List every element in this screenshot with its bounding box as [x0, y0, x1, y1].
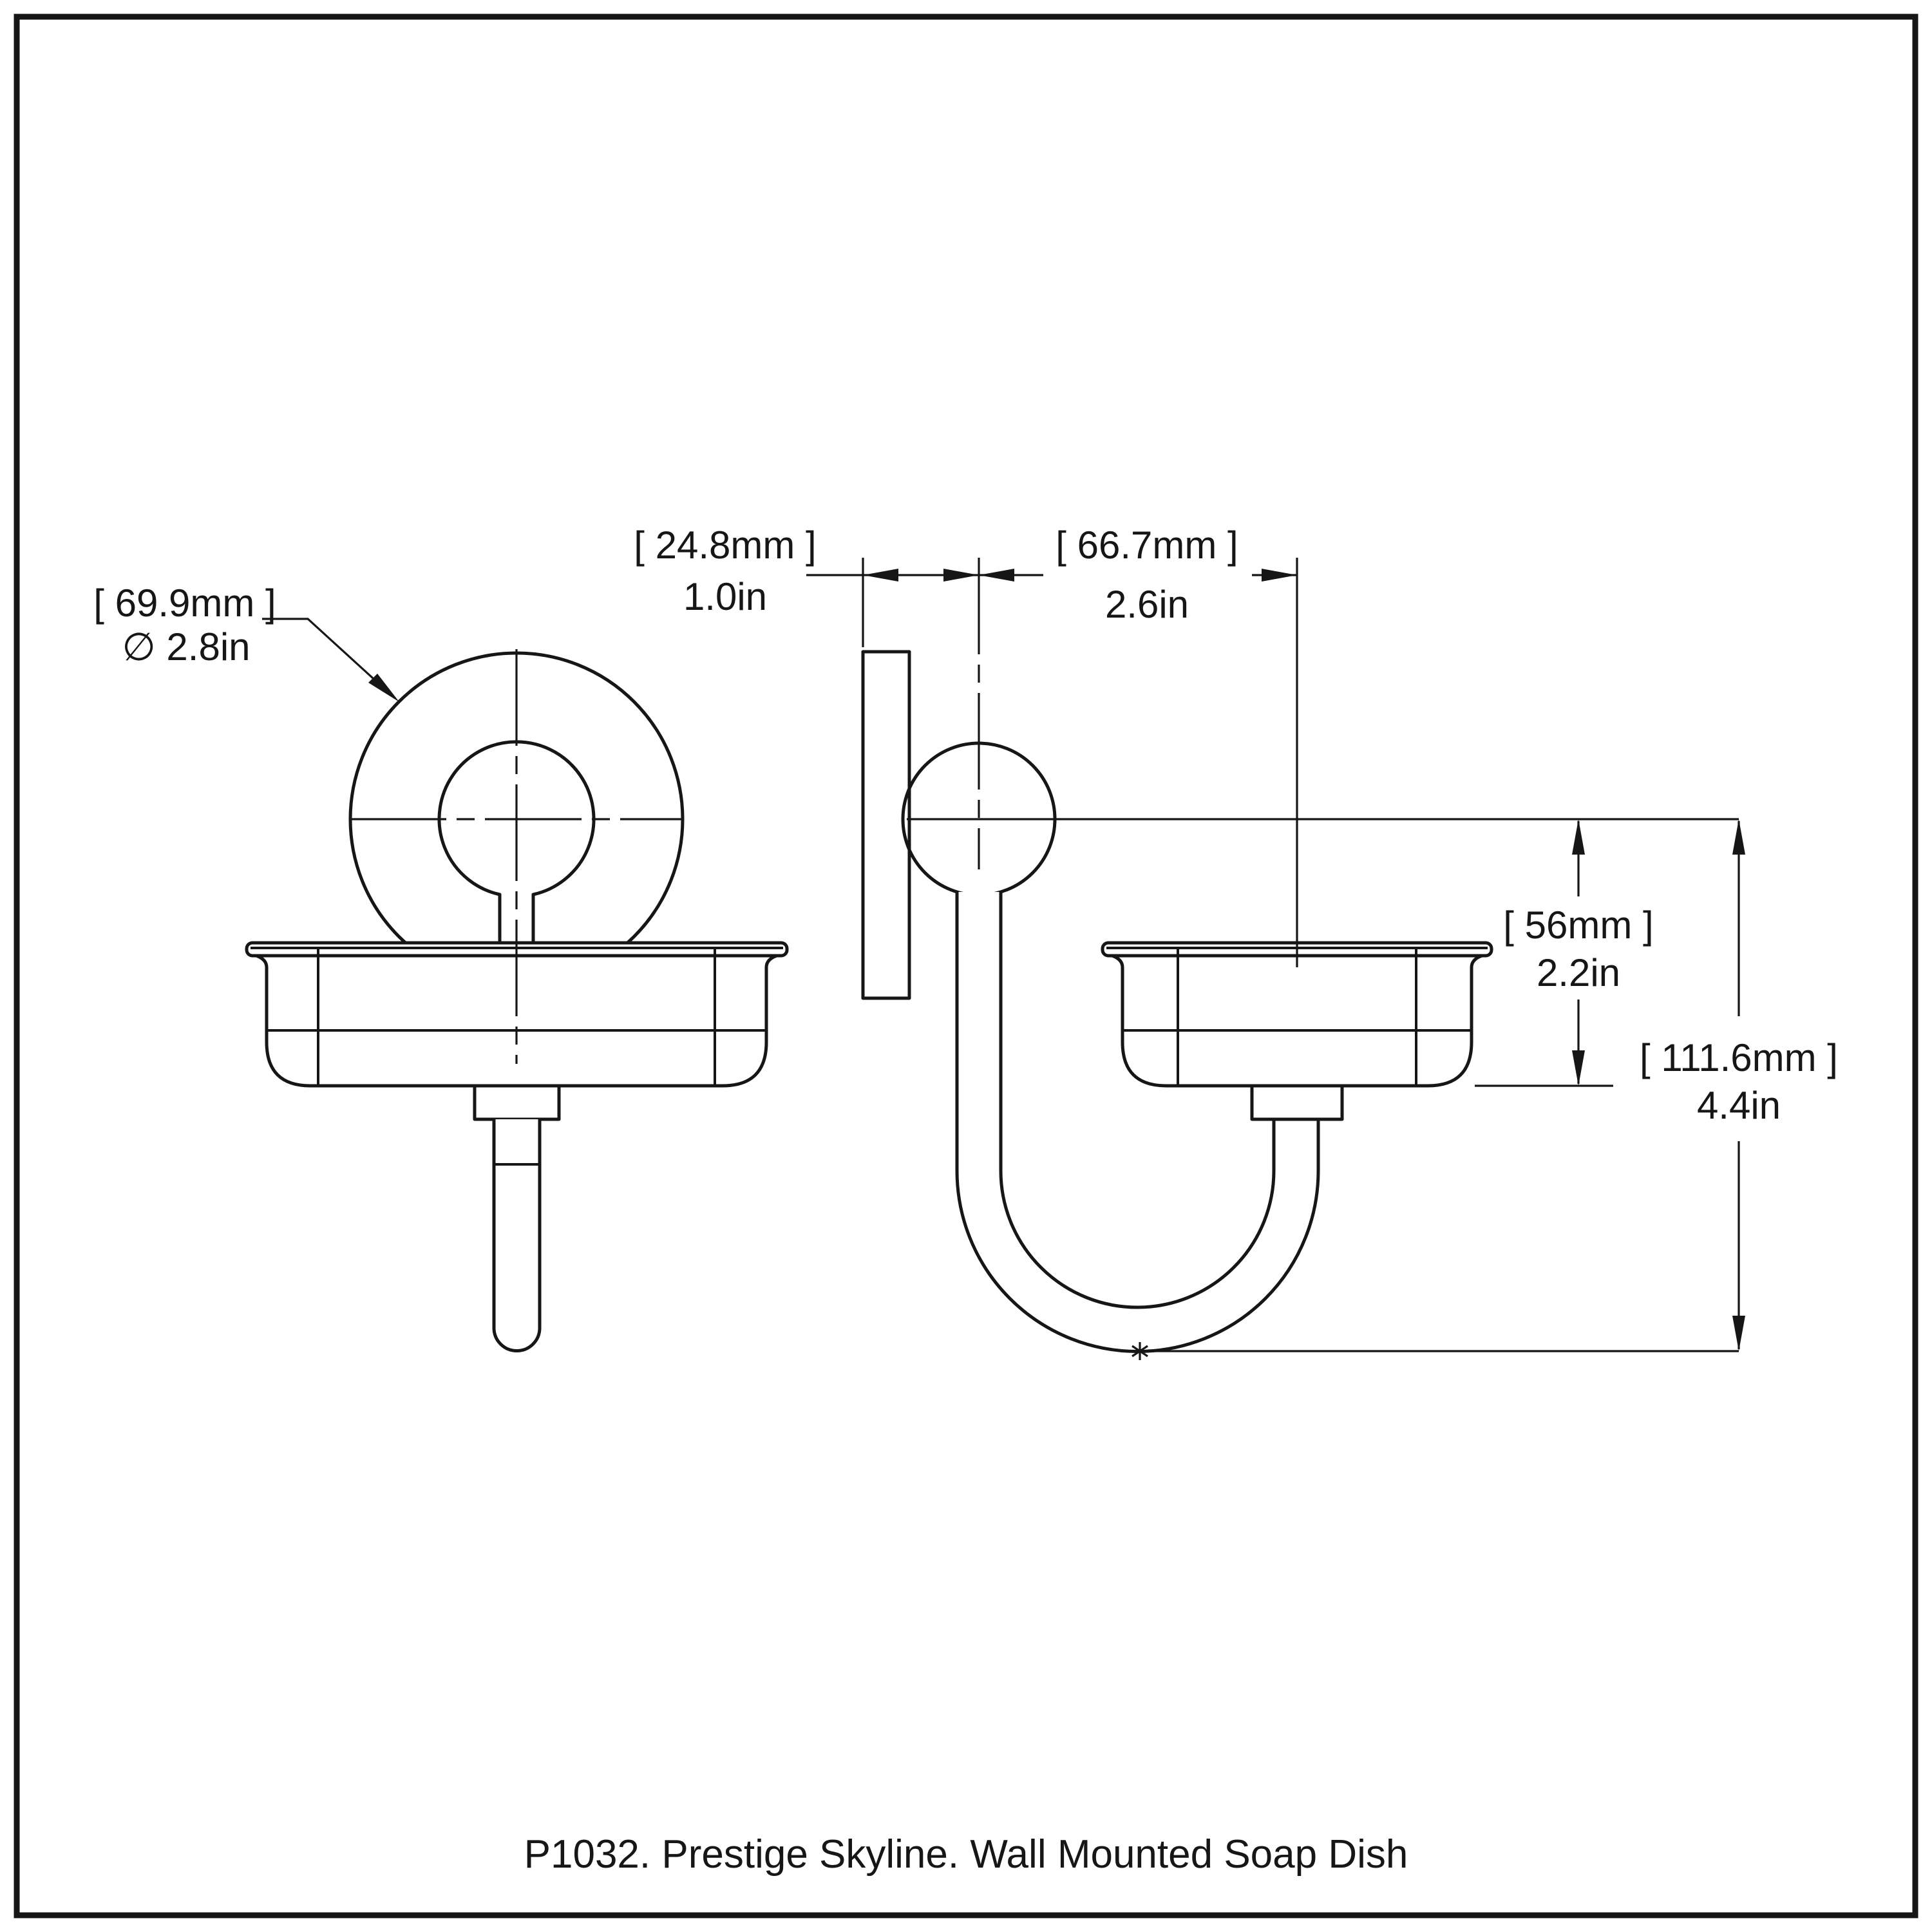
- projection-label-metric: [ 66.7mm ]: [1056, 524, 1238, 567]
- wall-to-post-label-imperial: 1.0in: [683, 575, 767, 618]
- front-dish-fill: [256, 956, 777, 1086]
- tangent-point-marker-icon: [1132, 1342, 1148, 1360]
- diameter-label-metric: [ 69.9mm ]: [93, 582, 276, 625]
- side-view: [861, 650, 1493, 1353]
- dimension-annotations: [ 24.8mm ] 1.0in [ 66.7mm ] 2.6in [ 56mm…: [634, 524, 1838, 1360]
- diameter-leader-arrowhead-icon: [368, 674, 399, 702]
- overall-drop-label-metric: [ 111.6mm ]: [1640, 1036, 1838, 1079]
- side-dish-fill: [1112, 956, 1482, 1086]
- page-border: [14, 14, 1918, 1918]
- arrowhead-111-6-down-icon: [1732, 1316, 1745, 1351]
- side-hook-fill: [957, 892, 1318, 1352]
- wall-to-post-label-metric: [ 24.8mm ]: [634, 524, 816, 567]
- side-stem-block: [1250, 1084, 1344, 1121]
- front-stem-block: [473, 1084, 561, 1121]
- front-rod-outline: [492, 1119, 542, 1352]
- projection-label-imperial: 2.6in: [1105, 583, 1189, 626]
- arrowhead-24-8-left-icon: [863, 569, 898, 582]
- dish-drop-label-metric: [ 56mm ]: [1503, 904, 1653, 947]
- front-rod-fill: [494, 1119, 540, 1351]
- dish-drop-label-imperial: 2.2in: [1537, 951, 1620, 994]
- drawing-caption: P1032. Prestige Skyline. Wall Mounted So…: [524, 1832, 1408, 1877]
- arrowhead-24-8-right-icon: [943, 569, 979, 582]
- arrowhead-111-6-up-icon: [1732, 819, 1745, 855]
- diameter-label-imperial: ∅ 2.8in: [122, 625, 250, 668]
- overall-drop-label-imperial: 4.4in: [1697, 1084, 1781, 1127]
- arrowhead-56-up-icon: [1572, 819, 1585, 855]
- side-hook-inner-edge: [999, 892, 1276, 1309]
- front-view: [ 69.9mm ] ∅ 2.8in: [93, 582, 789, 1352]
- arrowhead-56-down-icon: [1572, 1050, 1585, 1086]
- arrowhead-66-7-right-icon: [1262, 569, 1297, 582]
- arrowhead-66-7-left-icon: [979, 569, 1014, 582]
- diameter-leader-line: [262, 618, 375, 680]
